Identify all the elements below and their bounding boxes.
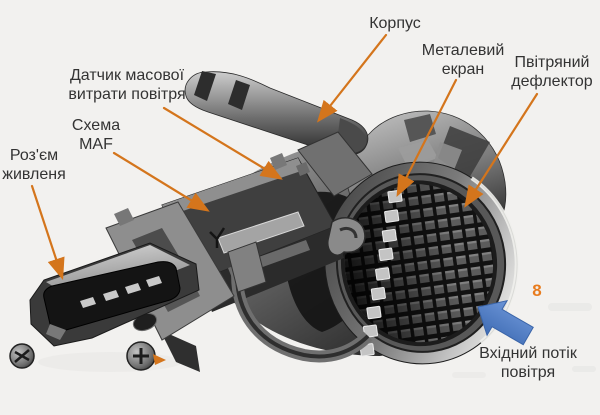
- housing-bar: [184, 71, 373, 197]
- small-orange-mark: [153, 354, 166, 365]
- label-power-connector: Роз'єм живленя: [2, 147, 66, 183]
- label-metal-screen: Металевий екран: [421, 42, 505, 78]
- lower-clamp: [160, 241, 373, 372]
- airflow-arrow-icon: [477, 299, 534, 346]
- leader-housing: [316, 33, 388, 123]
- connector-pins: [80, 276, 162, 308]
- label-housing: Корпус: [369, 14, 421, 33]
- label-maf-circuit: Схема MAF: [71, 117, 121, 153]
- label-inlet-flow: Вхідний потік повітря: [479, 345, 577, 381]
- power-connector-part: [29, 242, 200, 347]
- leader-metal-screen: [396, 78, 458, 197]
- deflector-step-blocks: [359, 189, 403, 357]
- leader-maf-sensor: [162, 106, 283, 180]
- inlet-ring: [324, 161, 519, 365]
- leader-lines: [30, 33, 539, 281]
- label-maf-sensor: Датчик масової витрати повітря: [68, 67, 186, 103]
- leader-maf-circuit: [112, 151, 210, 212]
- leader-power-connector: [30, 184, 65, 281]
- label-housing-line: Корпус: [369, 15, 421, 32]
- screws: [9, 341, 156, 371]
- metal-mesh-screen: [344, 184, 494, 343]
- leader-air-deflector: [464, 92, 539, 208]
- label-air-deflector: Пвітряний дефлектор: [511, 54, 593, 90]
- flow-number: 8: [532, 281, 542, 300]
